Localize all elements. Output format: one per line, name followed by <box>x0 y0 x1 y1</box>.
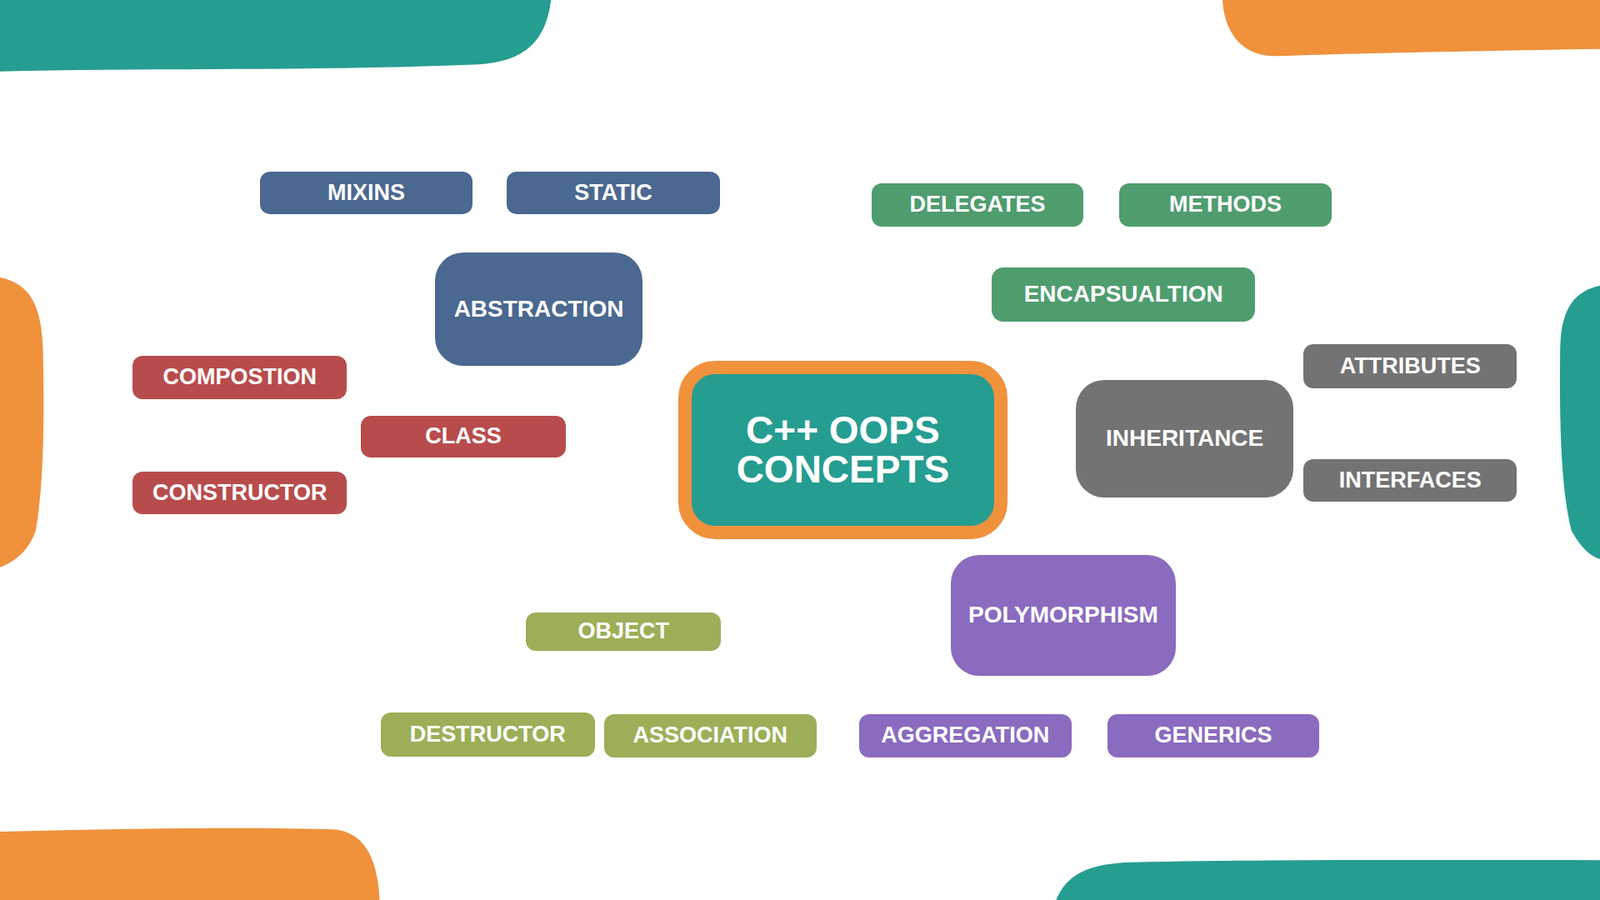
main-concept-box: ABSTRACTION <box>435 252 643 366</box>
concept-pill: METHODS <box>1119 183 1332 226</box>
concept-pill: ASSOCIATION <box>604 714 817 759</box>
concept-pill: OBJECT <box>525 612 721 652</box>
corner-blob <box>0 277 44 568</box>
concept-pill: DESTRUCTOR <box>380 712 595 757</box>
node-label: GENERICS <box>1154 723 1272 749</box>
corner-blob <box>0 0 551 72</box>
node-label: INHERITANCE <box>1105 425 1264 452</box>
concept-pill: ENCAPSUALTION <box>991 267 1255 322</box>
node-label: STATIC <box>574 180 653 206</box>
concept-pill: CONSTRUCTOR <box>132 471 347 515</box>
node-label: AGGREGATION <box>880 723 1050 749</box>
node-label: DELEGATES <box>910 192 1046 218</box>
corner-blob <box>1560 285 1600 560</box>
main-concept-box: POLYMORPHISM <box>950 555 1175 677</box>
main-concept-box: INHERITANCE <box>1075 380 1294 498</box>
node-label: C++ OOPS CONCEPTS <box>736 410 950 490</box>
node-label: ASSOCIATION <box>632 723 788 749</box>
node-label: ABSTRACTION <box>454 296 625 323</box>
node-label: CLASS <box>425 424 502 450</box>
node-label: DESTRUCTOR <box>410 722 566 748</box>
concept-pill: AGGREGATION <box>859 714 1072 759</box>
corner-blob <box>0 828 380 900</box>
concept-pill: STATIC <box>506 171 720 215</box>
concept-pill: DELEGATES <box>871 183 1085 226</box>
node-label: CONSTRUCTOR <box>152 480 328 506</box>
concept-pill: COMPOSTION <box>132 355 347 399</box>
node-label: COMPOSTION <box>162 365 317 390</box>
concept-pill: ATTRIBUTES <box>1303 344 1517 389</box>
node-label: ATTRIBUTES <box>1340 354 1481 380</box>
central-topic: C++ OOPS CONCEPTS <box>678 360 1009 540</box>
concept-pill: INTERFACES <box>1303 459 1517 502</box>
corner-blob <box>1055 860 1600 900</box>
concept-pill: CLASS <box>360 415 566 458</box>
node-label: METHODS <box>1169 192 1282 218</box>
node-label: INTERFACES <box>1339 468 1482 494</box>
node-label: MIXINS <box>327 180 405 206</box>
concept-pill: GENERICS <box>1107 714 1320 759</box>
node-label: POLYMORPHISM <box>968 602 1159 629</box>
corner-blob <box>1222 0 1600 56</box>
node-label: OBJECT <box>577 619 670 645</box>
concept-pill: MIXINS <box>260 171 473 215</box>
node-label: ENCAPSUALTION <box>1024 281 1224 308</box>
